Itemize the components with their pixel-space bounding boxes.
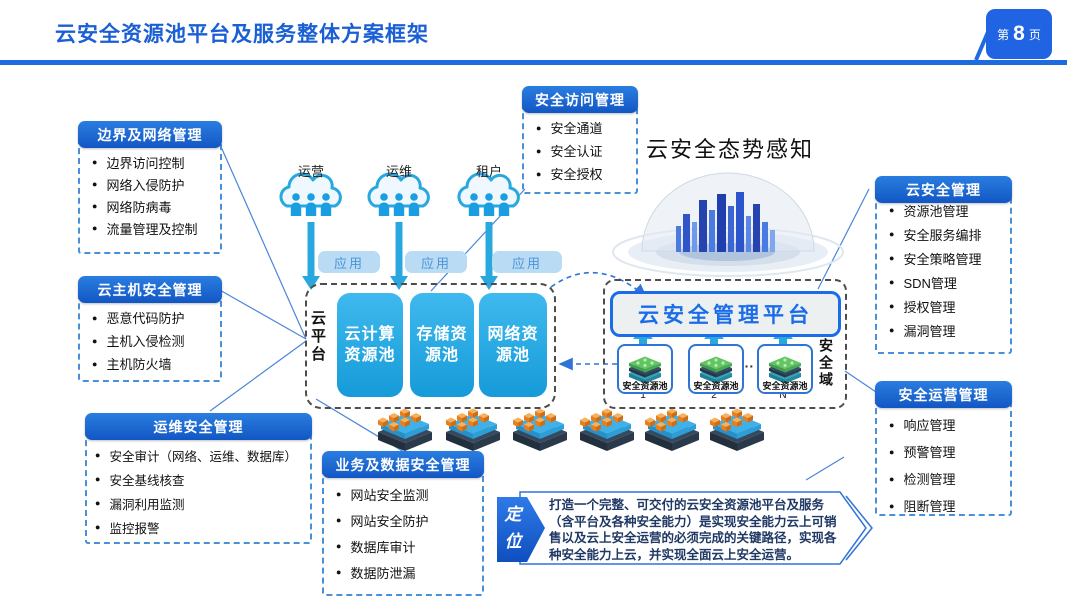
panel-item: 阻断管理 — [889, 492, 1006, 519]
panel-item: SDN管理 — [889, 270, 1006, 294]
actor-label-maintenance: 运维 — [385, 164, 412, 179]
panel-item: 数据库审计 — [336, 533, 478, 559]
actor-cloud-icon — [457, 172, 520, 218]
situation-awareness-title: 云安全态势感知 — [646, 137, 815, 162]
panel-item: 响应管理 — [889, 411, 1006, 438]
panel-item: 恶意代码防护 — [92, 306, 216, 329]
storage-pool: 存储资 源池 — [410, 293, 474, 397]
slide-title: 云安全资源池平台及服务整体方案框架 — [55, 23, 429, 46]
panel-secure-access: 安全访问管理 安全通道 安全认证 安全授权 — [522, 86, 638, 194]
panel-item: 主机防火墙 — [92, 352, 216, 375]
panel-item: 漏洞利用监测 — [95, 491, 306, 515]
page-number: 8 — [1013, 22, 1025, 45]
panel-item: 安全认证 — [536, 139, 632, 162]
positioning-line: 种安全能力上云，并实现全面云上安全运营。 — [549, 547, 800, 562]
positioning-line: （含平台及各种安全能力）是实现安全能力云上可销 — [549, 514, 837, 529]
panel-item: 安全通道 — [536, 116, 632, 139]
panel-item: 安全授权 — [536, 162, 632, 185]
positioning-statement: 打造一个完整、可交付的云安全资源池平台及服务 （含平台及各种安全能力）是实现安全… — [549, 497, 841, 563]
app-box: 应用 — [405, 251, 467, 273]
security-pool-2: 安全资源池 — [688, 344, 744, 394]
header-divider — [0, 60, 1067, 65]
positioning-line: 打造一个完整、可交付的云安全资源池平台及服务 — [549, 498, 825, 512]
panel-cloud-security-mgmt: 云安全管理 资源池管理 安全服务编排 安全策略管理 SDN管理 授权管理 漏洞管… — [875, 176, 1012, 354]
panel-title: 业务及数据安全管理 — [322, 451, 484, 478]
platform-to-console-dashed-arrow — [550, 271, 648, 299]
app-box: 应用 — [318, 251, 380, 273]
panel-security-operation: 安全运营管理 响应管理 预警管理 检测管理 阻断管理 — [875, 381, 1012, 519]
panel-title: 云主机安全管理 — [78, 276, 222, 303]
network-pool: 网络资 源池 — [479, 293, 547, 397]
security-domain-label: 安全域 — [818, 338, 834, 389]
actor-cloud-icon — [279, 172, 342, 218]
panel-item: 安全服务编排 — [889, 222, 1006, 246]
panel-biz-data-security: 业务及数据安全管理 网站安全监测 网站安全防护 数据库审计 数据防泄漏 — [322, 451, 484, 596]
page-number-badge: 第 8 页 — [986, 9, 1052, 59]
panel-item: 漏洞管理 — [889, 318, 1006, 342]
panel-item: 授权管理 — [889, 294, 1006, 318]
security-pool-index: N — [779, 390, 787, 401]
panel-cloud-host-security: 云主机安全管理 恶意代码防护 主机入侵检测 主机防火墙 — [78, 276, 222, 382]
security-pool-label: 安全资源池 — [622, 381, 668, 391]
panel-item: 网站安全防护 — [336, 507, 478, 533]
positioning-line: 售以及云上安全运营的必须完成的关键路径，实现各 — [549, 531, 837, 545]
panel-item: 监控报警 — [95, 515, 306, 539]
page-suffix: 页 — [1028, 27, 1041, 42]
panel-ops-security: 运维安全管理 安全审计（网络、运维、数据库） 安全基线核查 漏洞利用监测 监控报… — [85, 413, 312, 544]
panel-title: 云安全管理 — [875, 176, 1012, 203]
panel-item: 检测管理 — [889, 465, 1006, 492]
actor-label-tenant: 租户 — [475, 164, 502, 179]
city-skyline-icon — [676, 192, 775, 252]
pool-stack-icon — [629, 356, 661, 382]
positioning-banner-shape — [497, 491, 873, 565]
security-pool-n: 安全资源池 — [757, 344, 813, 394]
app-box: 应用 — [492, 251, 562, 273]
panel-item: 预警管理 — [889, 438, 1006, 465]
cloud-security-console: 云安全管理平台 — [610, 291, 841, 337]
actor-label-operation: 运营 — [297, 164, 324, 179]
panel-item: 数据防泄漏 — [336, 559, 478, 585]
security-pool-label: 安全资源池 — [693, 381, 739, 391]
panel-item: 边界访问控制 — [92, 151, 216, 173]
pool-stack-icon — [769, 356, 801, 382]
security-zone-container — [603, 279, 847, 409]
security-pool-1: 安全资源池 — [617, 344, 673, 394]
panel-item: 网络入侵防护 — [92, 173, 216, 195]
situational-dome-illustration — [612, 172, 844, 277]
panel-item: 主机入侵检测 — [92, 329, 216, 352]
pool-stack-icon — [700, 356, 732, 382]
server-stack-row — [378, 409, 764, 452]
cloud-platform-label: 云平台 — [309, 310, 326, 364]
panel-item: 资源池管理 — [889, 198, 1006, 222]
security-pool-label: 安全资源池 — [762, 381, 808, 391]
panel-item: 安全审计（网络、运维、数据库） — [95, 443, 306, 467]
security-pool-index: 2 — [711, 390, 717, 401]
compute-pool: 云计算 资源池 — [337, 293, 403, 397]
cloud-platform-container — [305, 283, 556, 409]
panel-item: 安全策略管理 — [889, 246, 1006, 270]
panel-item: 安全基线核查 — [95, 467, 306, 491]
panel-item: 流量管理及控制 — [92, 217, 216, 239]
panel-item: 网络防病毒 — [92, 195, 216, 217]
panel-title: 边界及网络管理 — [78, 121, 222, 148]
panel-item: 网站安全监测 — [336, 481, 478, 507]
actor-cloud-icon — [367, 172, 430, 218]
page-prefix: 第 — [997, 27, 1010, 42]
panel-title: 安全运营管理 — [875, 381, 1012, 408]
panel-border-network: 边界及网络管理 边界访问控制 网络入侵防护 网络防病毒 流量管理及控制 — [78, 121, 222, 254]
panel-title: 安全访问管理 — [522, 86, 638, 113]
positioning-tag: 定 位 — [504, 505, 522, 551]
security-pool-index: 1 — [640, 390, 646, 401]
panel-title: 运维安全管理 — [85, 413, 312, 440]
